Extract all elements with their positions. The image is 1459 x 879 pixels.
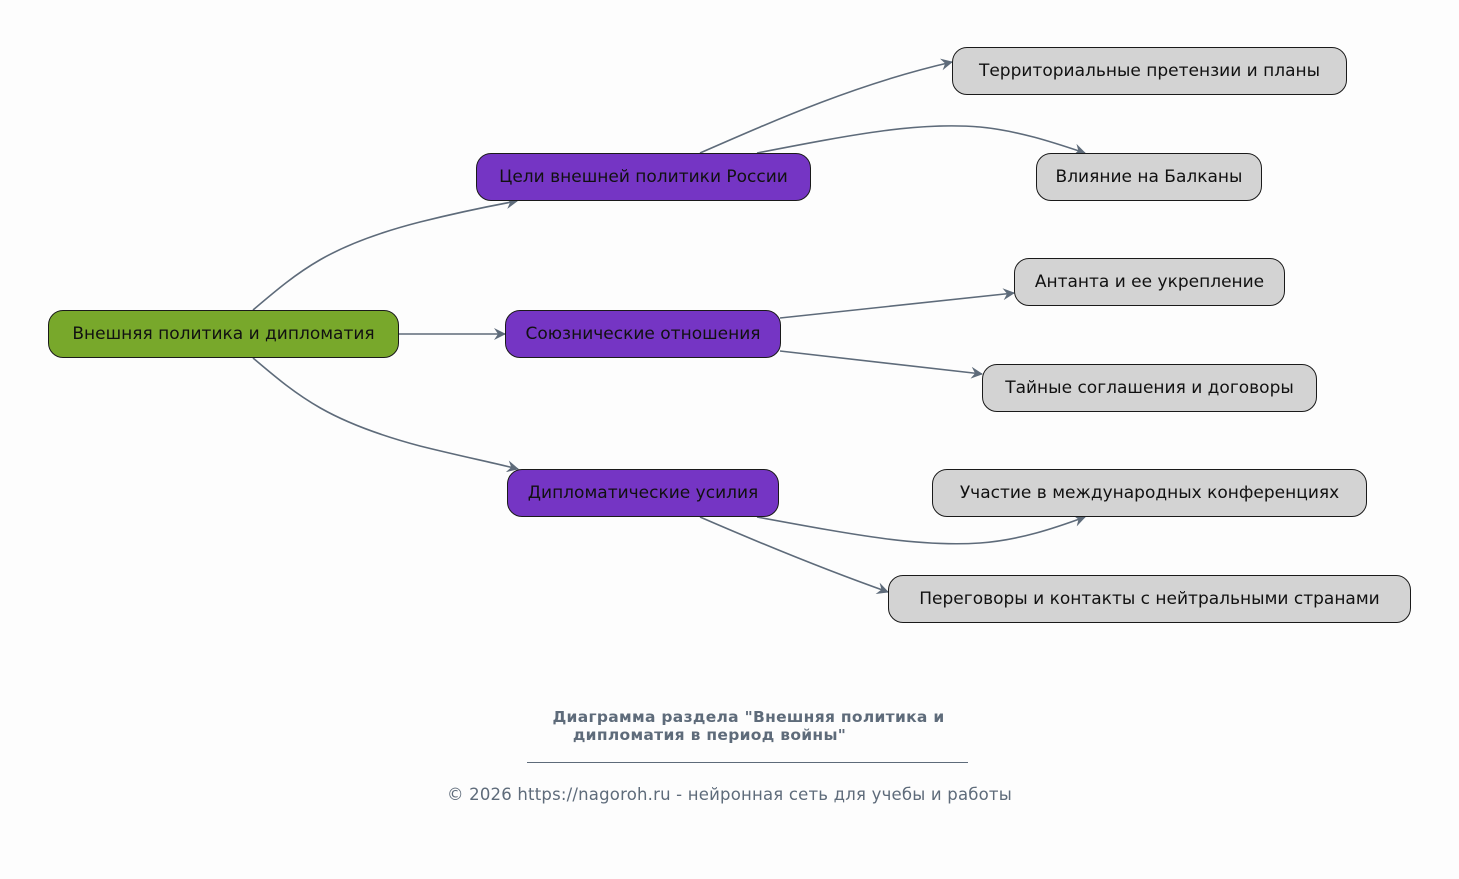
edge-diplomacy-to-conferences xyxy=(756,515,1086,545)
caption-title-line-1: Диаграмма раздела "Внешняя политика и xyxy=(552,708,945,726)
edge-diplomacy-to-neutral xyxy=(699,516,889,594)
edge-root-to-goals xyxy=(252,197,518,311)
leaf-node-label: Переговоры и контакты с нейтральными стр… xyxy=(919,589,1380,609)
edge-root-to-diplomacy xyxy=(252,357,519,473)
leaf-node-label: Влияние на Балканы xyxy=(1055,167,1243,187)
leaf-node-balkans[interactable]: Влияние на Балканы xyxy=(1036,153,1262,201)
branch-node-label: Союзнические отношения xyxy=(525,324,761,344)
edge-goals-to-territorial xyxy=(699,58,953,154)
branch-node-label: Дипломатические усилия xyxy=(527,483,759,503)
leaf-node-entente[interactable]: Антанта и ее укрепление xyxy=(1014,258,1285,306)
diagram-caption-title: Диаграмма раздела "Внешняя политика и ди… xyxy=(0,708,1459,744)
branch-node-diplomatic-efforts[interactable]: Дипломатические усилия xyxy=(507,469,779,517)
leaf-node-label: Участие в международных конференциях xyxy=(959,483,1340,503)
copyright-text: © 2026 https://nagoroh.ru - нейронная се… xyxy=(447,785,1012,804)
leaf-node-conferences[interactable]: Участие в международных конференциях xyxy=(932,469,1367,517)
leaf-node-label: Территориальные претензии и планы xyxy=(978,61,1321,81)
leaf-node-territorial-claims[interactable]: Территориальные претензии и планы xyxy=(952,47,1347,95)
branch-node-label: Цели внешней политики России xyxy=(499,167,788,187)
branch-node-foreign-policy-goals[interactable]: Цели внешней политики России xyxy=(476,153,811,201)
branch-node-alliances[interactable]: Союзнические отношения xyxy=(505,310,781,358)
root-node[interactable]: Внешняя политика и дипломатия xyxy=(48,310,399,358)
edge-alliances-to-entente xyxy=(779,288,1015,319)
caption-title-line-2: дипломатия в период войны" xyxy=(572,726,847,744)
leaf-node-secret-agreements[interactable]: Тайные соглашения и договоры xyxy=(982,364,1317,412)
root-node-label: Внешняя политика и дипломатия xyxy=(72,324,375,344)
leaf-node-label: Тайные соглашения и договоры xyxy=(1005,378,1294,398)
edge-alliances-to-secret xyxy=(779,350,983,379)
edge-goals-to-balkans xyxy=(756,125,1086,156)
leaf-node-neutral-countries[interactable]: Переговоры и контакты с нейтральными стр… xyxy=(888,575,1411,623)
leaf-node-label: Антанта и ее укрепление xyxy=(1034,272,1265,292)
caption-divider xyxy=(527,762,968,763)
